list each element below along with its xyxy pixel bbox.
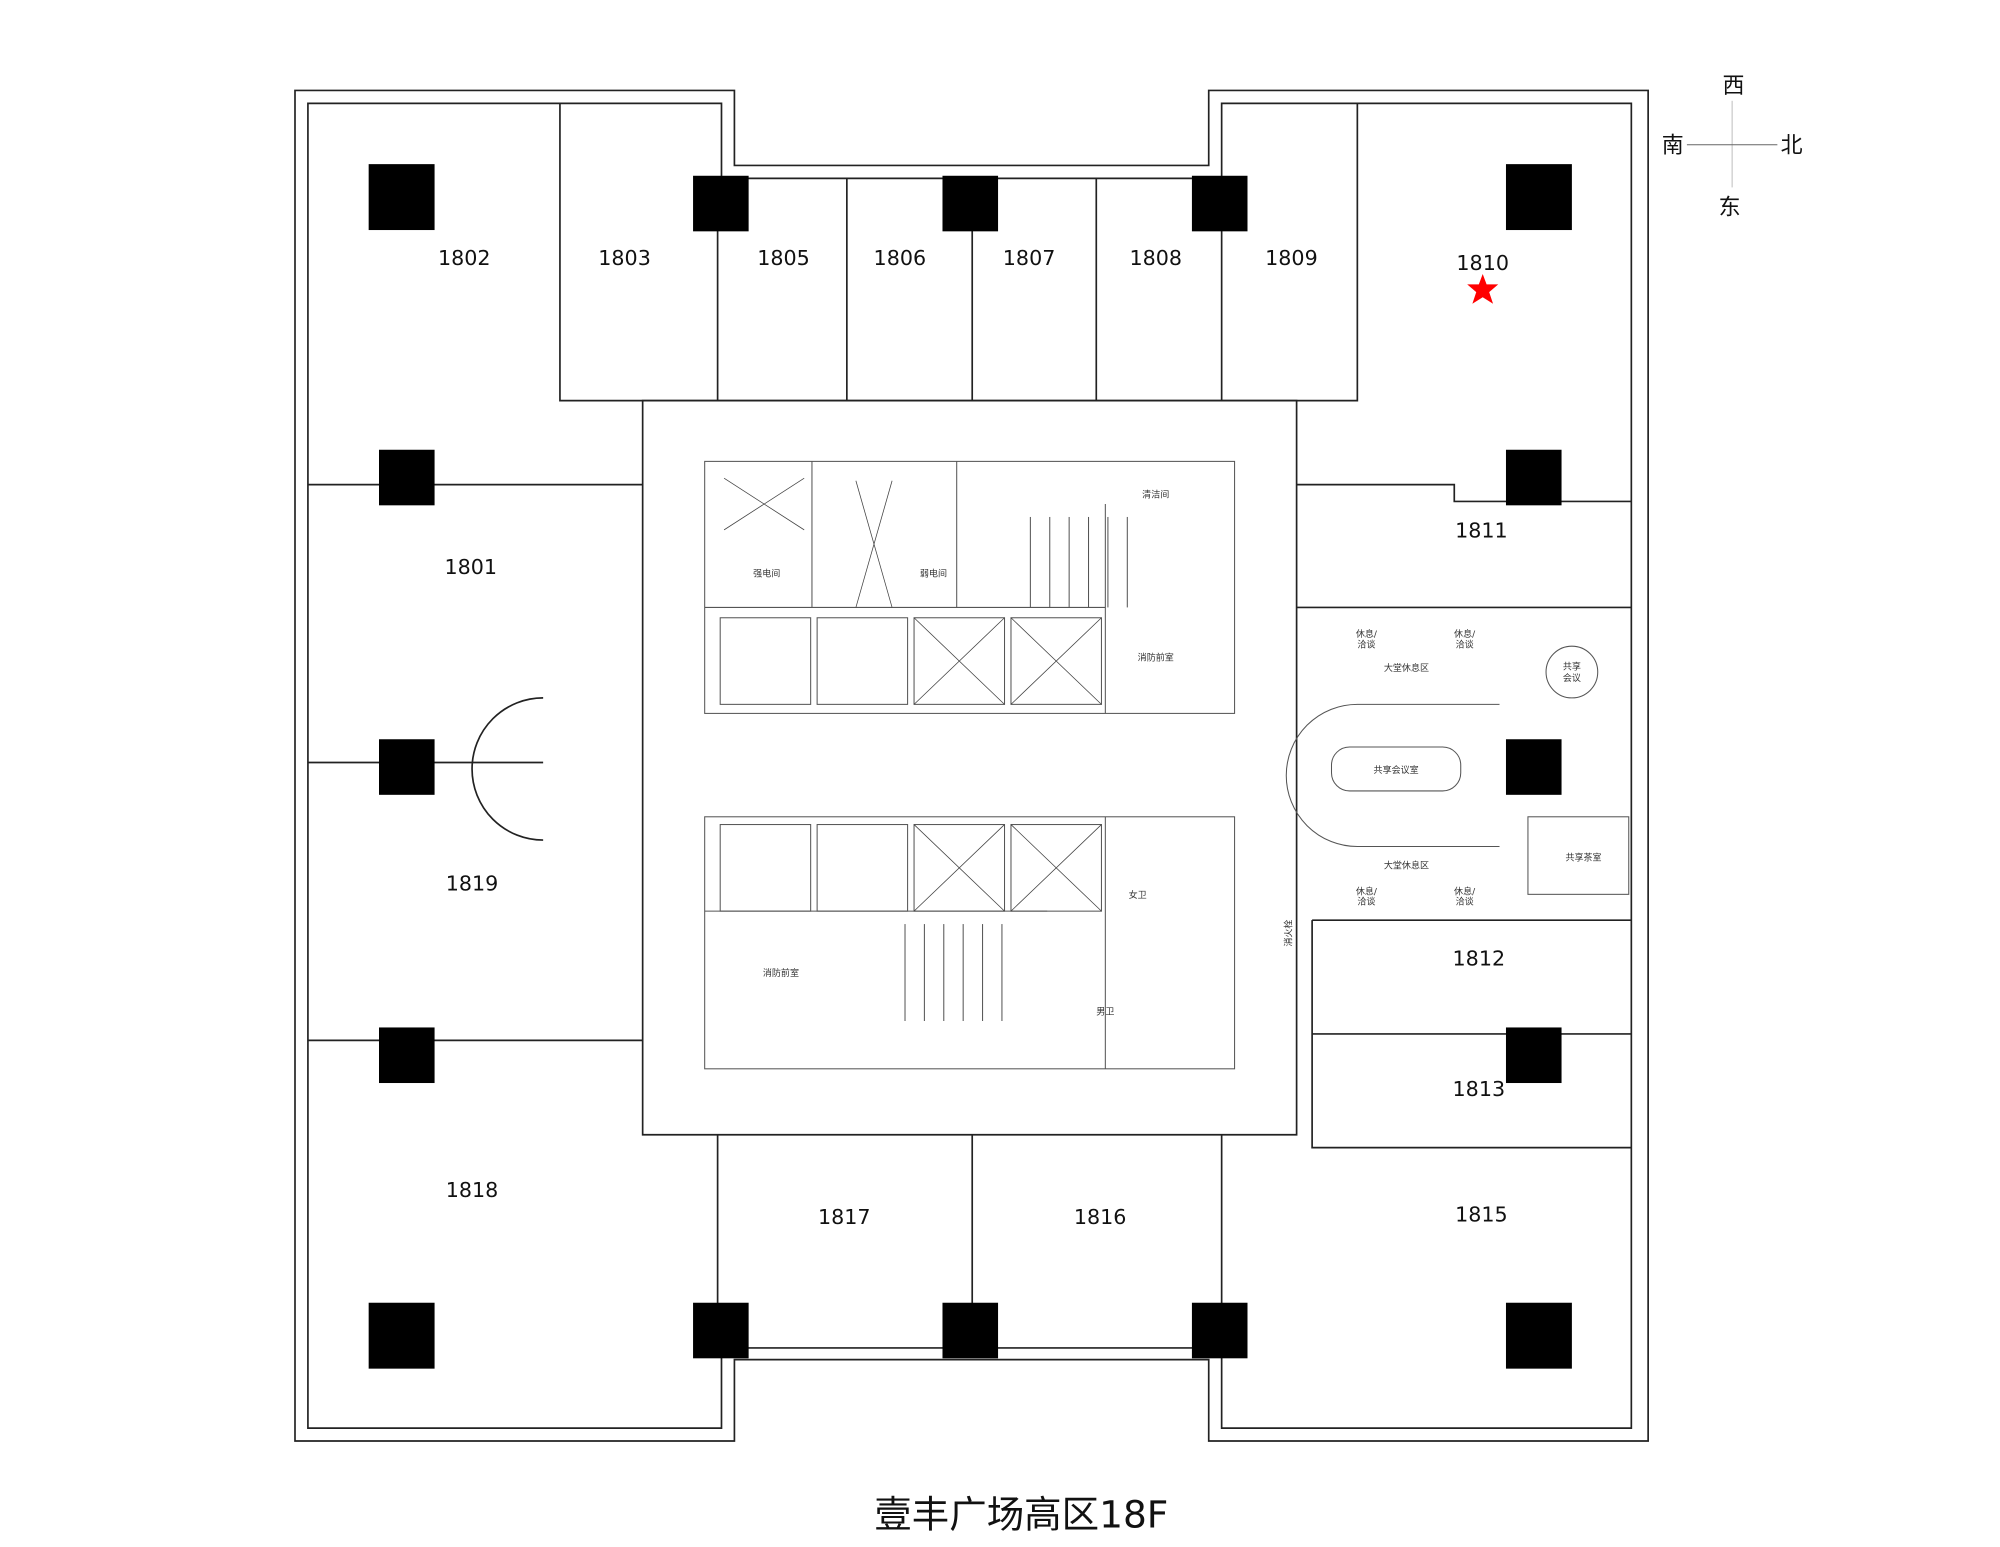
label-seat-1b: 洽谈	[1357, 638, 1375, 650]
column	[693, 1302, 749, 1359]
corner-column	[1505, 1302, 1572, 1369]
building-outline	[294, 89, 1649, 1442]
compass-west: 西	[1722, 74, 1744, 99]
corner-column	[368, 164, 435, 231]
plan-title: 壹丰广场高区18F	[874, 1493, 1168, 1537]
label-seat-4: 休息/	[1454, 885, 1476, 897]
label-fire-lobby-lower: 消防前室	[763, 967, 799, 979]
label-seat-1: 休息/	[1356, 628, 1378, 640]
column	[1505, 739, 1562, 795]
label-meeting-room: 共享会议室	[1374, 764, 1419, 776]
label-weak-elec: 弱电间	[920, 567, 947, 579]
room-1815[interactable]: 1815	[1455, 1202, 1508, 1226]
room-1805[interactable]: 1805	[757, 246, 810, 270]
room-1812[interactable]: 1812	[1453, 946, 1506, 970]
room-1817[interactable]: 1817	[818, 1205, 871, 1229]
room-1807[interactable]: 1807	[1003, 246, 1056, 270]
label-seat-3: 休息/	[1356, 885, 1378, 897]
column	[693, 175, 749, 232]
room-1811[interactable]: 1811	[1455, 519, 1508, 543]
column	[1191, 175, 1248, 232]
core-labels: 强电间 弱电间 清洁间 消防前室 消防前室 女卫 男卫 消火栓	[753, 489, 1294, 1018]
compass-north: 北	[1781, 134, 1803, 159]
shared-zone	[1285, 645, 1630, 895]
tea-room	[1527, 816, 1630, 895]
shared-labels: 大堂休息区 大堂休息区 共享 会议 共享会议室 共享茶室 休息/ 洽谈 休息/ …	[1356, 628, 1602, 908]
column	[1505, 1027, 1562, 1084]
label-cleaning: 清洁间	[1142, 489, 1169, 501]
room-partitions	[307, 103, 1632, 1348]
corner-column	[1505, 164, 1572, 231]
room-1801[interactable]: 1801	[444, 555, 497, 579]
label-round-meeting-1: 共享	[1563, 660, 1581, 672]
label-lounge-lower: 大堂休息区	[1384, 859, 1429, 871]
label-tea-room: 共享茶室	[1565, 852, 1601, 864]
compass-south: 南	[1662, 134, 1684, 159]
compass: 西 南 北 东	[1662, 74, 1803, 220]
room-1810[interactable]: 1810	[1456, 251, 1509, 275]
room-1808[interactable]: 1808	[1129, 246, 1182, 270]
column	[379, 449, 435, 506]
column	[1505, 449, 1562, 506]
label-seat-2b: 洽谈	[1456, 638, 1474, 650]
room-1802[interactable]: 1802	[438, 246, 491, 270]
building-inner-outline	[307, 102, 1633, 1429]
column	[379, 1027, 435, 1084]
label-round-meeting-2: 会议	[1563, 672, 1581, 684]
label-strong-elec: 强电间	[753, 567, 780, 579]
column	[942, 175, 999, 232]
room-1806[interactable]: 1806	[874, 246, 927, 270]
room-1813[interactable]: 1813	[1453, 1077, 1506, 1101]
highlight-star-icon	[1467, 273, 1499, 304]
room-1818[interactable]: 1818	[446, 1178, 499, 1202]
round-table	[1545, 645, 1599, 699]
label-female-wc: 女卫	[1129, 889, 1147, 901]
room-1819[interactable]: 1819	[446, 871, 499, 895]
room-1809[interactable]: 1809	[1265, 246, 1318, 270]
structural-columns	[368, 164, 1572, 1369]
label-seat-4b: 洽谈	[1456, 896, 1474, 908]
corner-column	[368, 1302, 435, 1369]
label-hydrant: 消火栓	[1282, 920, 1294, 947]
room-1803[interactable]: 1803	[598, 246, 651, 270]
label-lounge-upper: 大堂休息区	[1384, 662, 1429, 674]
column	[1191, 1302, 1248, 1359]
label-seat-3b: 洽谈	[1357, 896, 1375, 908]
room-labels: 1802 1803 1805 1806 1807 1808 1809 1810 …	[438, 246, 1509, 1229]
building-core	[704, 460, 1236, 1070]
label-seat-2: 休息/	[1454, 628, 1476, 640]
column	[379, 739, 435, 795]
label-fire-lobby-upper: 消防前室	[1138, 651, 1174, 663]
stairs-lower	[904, 924, 1003, 1021]
stairs-upper	[1029, 516, 1128, 608]
label-male-wc: 男卫	[1096, 1007, 1114, 1018]
column	[942, 1302, 999, 1359]
compass-east: 东	[1719, 196, 1741, 221]
room-1816[interactable]: 1816	[1074, 1205, 1127, 1229]
